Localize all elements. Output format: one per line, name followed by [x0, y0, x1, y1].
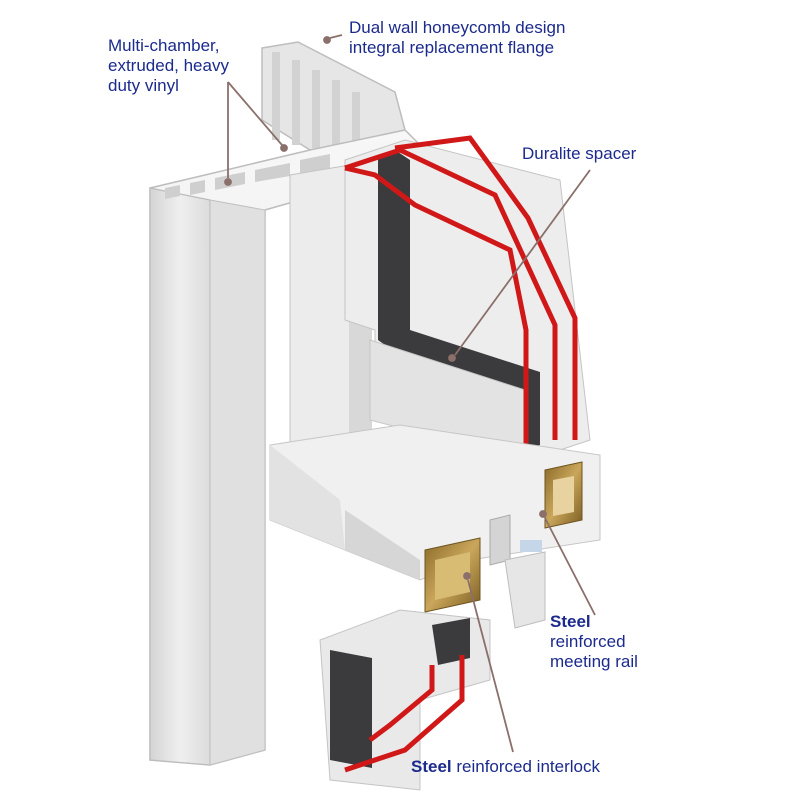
label-line: Duralite spacer	[522, 144, 637, 163]
label-line: extruded, heavy	[108, 56, 229, 75]
replacement-flange	[261, 41, 406, 151]
label-line: Multi-chamber,	[108, 36, 220, 55]
label-line: integral replacement flange	[349, 38, 555, 57]
label-line: reinforced interlock	[451, 757, 600, 776]
duralite-spacer	[378, 152, 540, 450]
label-replacement-flange: Dual wall honeycomb design integral repl…	[349, 18, 565, 58]
label-interlock: Steel reinforced interlock	[411, 757, 600, 777]
label-line: meeting rail	[550, 652, 638, 671]
lower-glass-panes	[344, 655, 465, 773]
label-vinyl: Multi-chamber, extruded, heavy duty viny…	[108, 36, 229, 96]
upper-glass-panes	[344, 135, 578, 445]
label-line: reinforced	[550, 632, 626, 651]
label-meeting-rail: Steel reinforced meeting rail	[550, 612, 638, 672]
meeting-rail	[269, 424, 601, 629]
label-bold: Steel	[411, 757, 452, 776]
label-bold: Steel	[550, 612, 591, 631]
label-line: Dual wall honeycomb design	[349, 18, 566, 37]
outer-frame	[149, 129, 426, 766]
label-duralite-spacer: Duralite spacer	[522, 144, 636, 164]
leader-lines	[224, 34, 596, 753]
label-line: duty vinyl	[108, 76, 179, 95]
lower-sash	[319, 609, 491, 791]
